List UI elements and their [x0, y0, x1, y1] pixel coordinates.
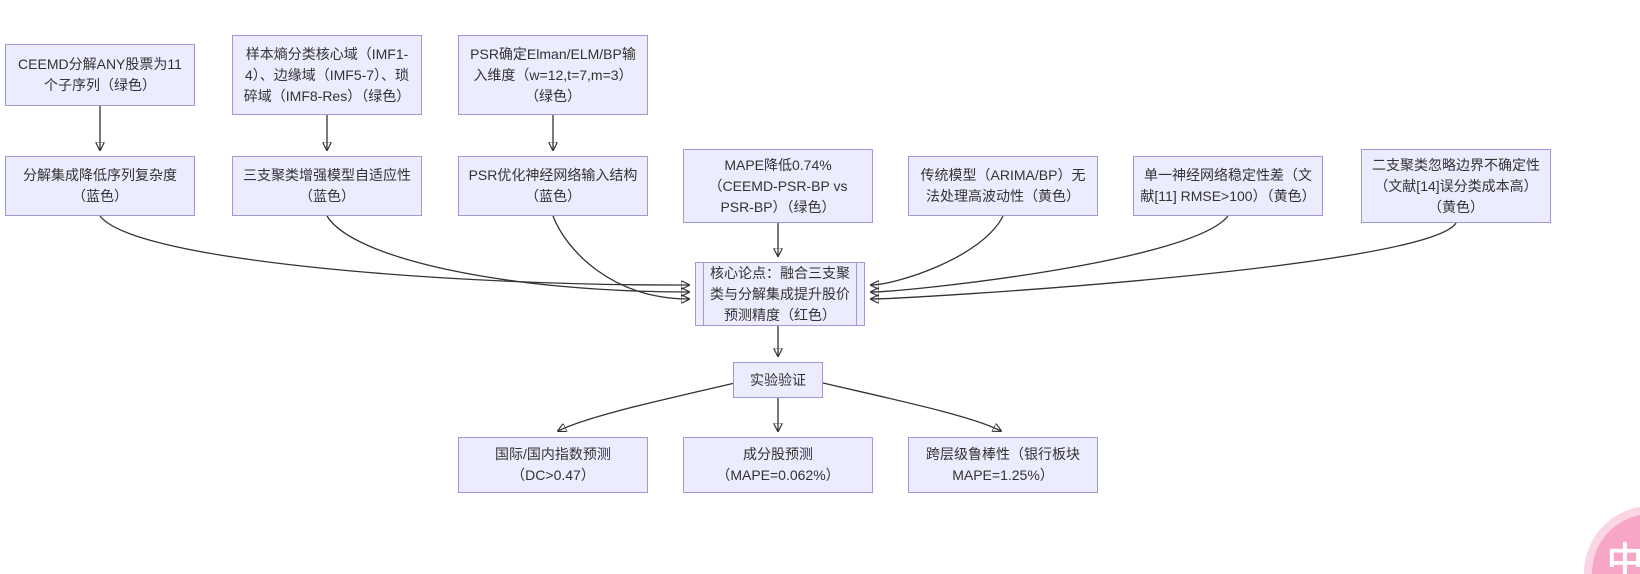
edge-psr-benefit-to-core: [552, 215, 689, 299]
edge-twoway-to-core: [871, 222, 1457, 299]
node-stock-prediction: 成分股预测（MAPE=0.062%）: [683, 437, 873, 493]
edge-decomp-benefit-to-core: [99, 215, 689, 285]
node-twoway-clustering-limitation: 二支聚类忽略边界不确定性（文献[14]误分类成本高）（黄色）: [1361, 149, 1551, 223]
node-sample-entropy-classification: 样本熵分类核心域（IMF1-4）、边缘域（IMF5-7）、琐碎域（IMF8-Re…: [232, 35, 422, 115]
node-index-prediction: 国际/国内指数预测（DC>0.47）: [458, 437, 648, 493]
edge-experiment-to-index-pred: [558, 382, 736, 431]
node-traditional-model-limitation: 传统模型（ARIMA/BP）无法处理高波动性（黄色）: [908, 156, 1098, 216]
node-ceemd-decomposition: CEEMD分解ANY股票为11个子序列（绿色）: [5, 44, 195, 106]
edge-single-nn-to-core: [871, 215, 1229, 292]
translate-badge-icon[interactable]: 中A: [1592, 514, 1640, 574]
node-mape-evidence: MAPE降低0.74%（CEEMD-PSR-BP vs PSR-BP）（绿色）: [683, 149, 873, 223]
node-experiment-validation: 实验验证: [733, 362, 823, 398]
edge-threeway-benefit-to-core: [326, 215, 689, 292]
node-single-nn-limitation: 单一神经网络稳定性差（文献[11] RMSE>100）（黄色）: [1133, 156, 1323, 216]
translate-badge-label: 中A: [1607, 540, 1640, 574]
node-decomposition-benefit: 分解集成降低序列复杂度（蓝色）: [5, 156, 195, 216]
node-psr-input-dimension: PSR确定Elman/ELM/BP输入维度（w=12,t=7,m=3）（绿色）: [458, 35, 648, 115]
node-psr-optimization-benefit: PSR优化神经网络输入结构（蓝色）: [458, 156, 648, 216]
node-cross-level-robustness: 跨层级鲁棒性（银行板块 MAPE=1.25%）: [908, 437, 1098, 493]
node-threeway-clustering-benefit: 三支聚类增强模型自适应性（蓝色）: [232, 156, 422, 216]
node-core-thesis: 核心论点：融合三支聚类与分解集成提升股价预测精度（红色）: [695, 262, 865, 326]
edge-traditional-to-core: [871, 215, 1004, 285]
edge-experiment-to-robustness: [822, 382, 1001, 431]
